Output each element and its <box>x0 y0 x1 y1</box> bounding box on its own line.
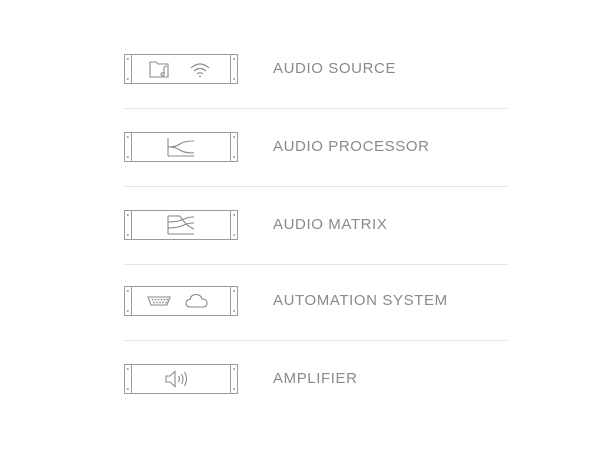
device-label: AUDIO SOURCE <box>273 60 397 77</box>
divider <box>124 264 507 265</box>
wifi-icon <box>190 63 210 78</box>
device-label: AUTOMATION SYSTEM <box>273 292 448 309</box>
device-row-audio-source: AUDIO SOURCE <box>124 54 507 132</box>
rack-unit <box>124 364 238 394</box>
processor-filter-icon <box>167 138 195 157</box>
music-folder-icon <box>149 61 169 78</box>
divider <box>124 108 507 109</box>
divider <box>124 186 507 187</box>
device-row-audio-processor: AUDIO PROCESSOR <box>124 132 507 210</box>
rack-unit <box>124 132 238 162</box>
cloud-icon <box>185 294 208 308</box>
divider <box>124 340 507 341</box>
serial-port-icon <box>147 296 171 306</box>
device-label: AMPLIFIER <box>273 370 358 387</box>
device-label: AUDIO PROCESSOR <box>273 138 430 155</box>
speaker-icon <box>165 370 188 388</box>
device-label: AUDIO MATRIX <box>273 216 388 233</box>
matrix-routing-icon <box>167 215 195 235</box>
rack-unit <box>124 54 238 84</box>
rack-unit <box>124 286 238 316</box>
device-row-automation-system: AUTOMATION SYSTEM <box>124 286 507 364</box>
device-row-audio-matrix: AUDIO MATRIX <box>124 210 507 288</box>
device-row-amplifier: AMPLIFIER <box>124 364 507 442</box>
rack-unit <box>124 210 238 240</box>
